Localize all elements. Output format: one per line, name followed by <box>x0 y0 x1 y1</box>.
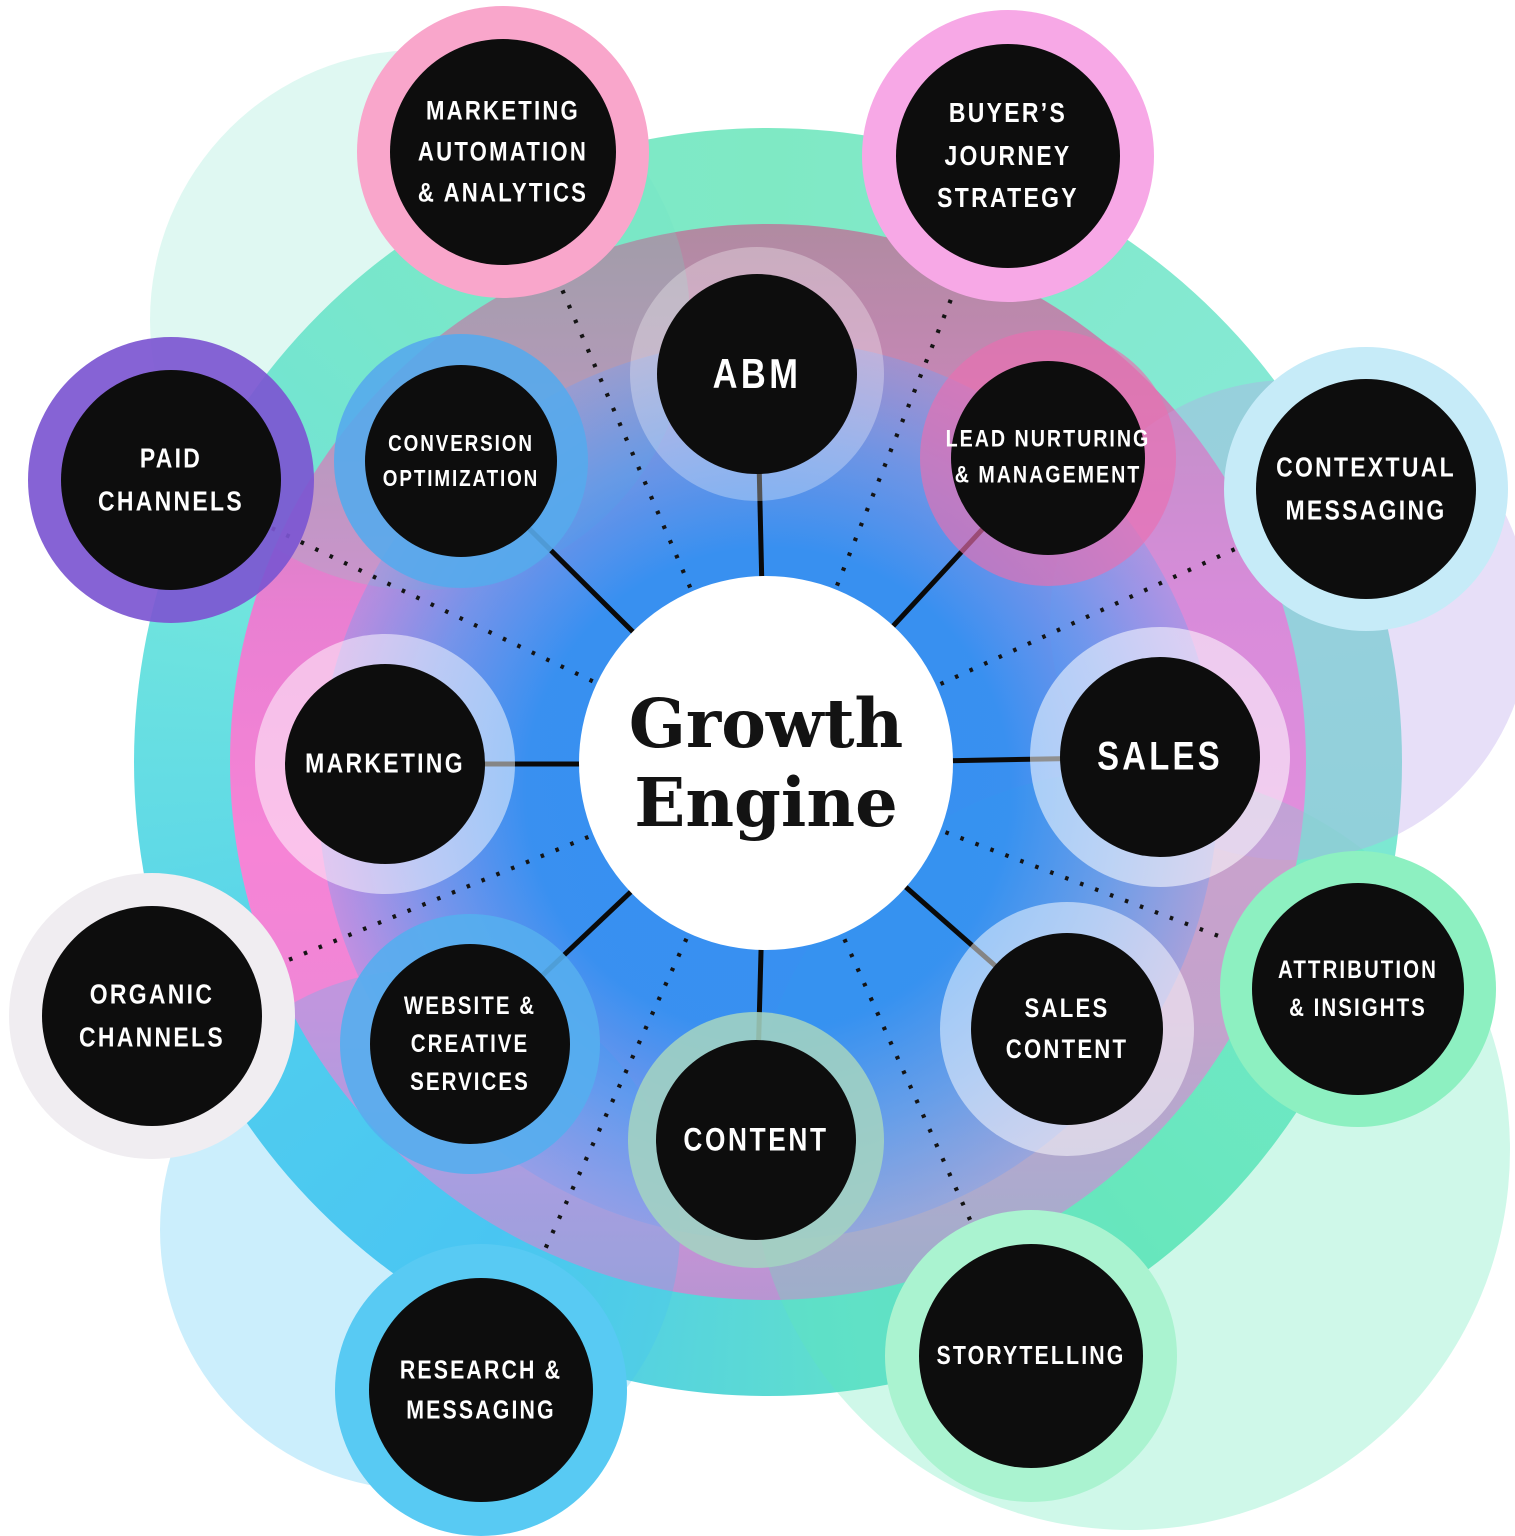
node-circle: SALES <box>1060 657 1260 857</box>
node-label: MARKETING <box>305 747 465 779</box>
node-circle: ABM <box>657 274 857 474</box>
node-circle: WEBSITE & CREATIVE SERVICES <box>370 944 570 1144</box>
node-buyers-journey: BUYER’S JOURNEY STRATEGY <box>862 10 1154 302</box>
node-content: CONTENT <box>628 1012 884 1268</box>
node-label: MARKETING AUTOMATION & ANALYTICS <box>417 95 589 208</box>
node-research-messaging: RESEARCH & MESSAGING <box>335 1244 627 1536</box>
node-circle: STORYTELLING <box>919 1244 1143 1468</box>
node-label: CONTEXTUAL MESSAGING <box>1276 451 1456 525</box>
node-circle: CONTENT <box>656 1040 856 1240</box>
node-label: STORYTELLING <box>936 1340 1126 1371</box>
node-circle: PAID CHANNELS <box>61 370 281 590</box>
node-circle: CONVERSION OPTIMIZATION <box>365 365 557 557</box>
node-label: BUYER’S JOURNEY STRATEGY <box>937 97 1079 214</box>
node-website-creative: WEBSITE & CREATIVE SERVICES <box>340 914 600 1174</box>
node-circle: MARKETING <box>285 664 485 864</box>
node-label: CONVERSION OPTIMIZATION <box>382 430 540 491</box>
node-circle: CONTEXTUAL MESSAGING <box>1256 379 1476 599</box>
node-circle: ORGANIC CHANNELS <box>42 906 262 1126</box>
node-lead-nurturing: LEAD NURTURING & MANAGEMENT <box>920 330 1176 586</box>
node-circle: MARKETING AUTOMATION & ANALYTICS <box>390 39 616 265</box>
node-circle: SALES CONTENT <box>971 933 1163 1125</box>
node-attribution-insights: ATTRIBUTION & INSIGHTS <box>1220 851 1496 1127</box>
hub-circle: Growth Engine <box>579 576 953 950</box>
node-storytelling: STORYTELLING <box>885 1210 1177 1502</box>
node-marketing: MARKETING <box>255 634 515 894</box>
node-organic-channels: ORGANIC CHANNELS <box>9 873 295 1159</box>
node-label: ATTRIBUTION & INSIGHTS <box>1278 956 1438 1022</box>
node-contextual-messaging: CONTEXTUAL MESSAGING <box>1224 347 1508 631</box>
node-label: RESEARCH & MESSAGING <box>399 1354 563 1424</box>
node-sales-content: SALES CONTENT <box>940 902 1194 1156</box>
node-label: ORGANIC CHANNELS <box>79 978 225 1052</box>
node-marketing-automation: MARKETING AUTOMATION & ANALYTICS <box>357 6 649 298</box>
node-abm: ABM <box>630 247 884 501</box>
node-circle: BUYER’S JOURNEY STRATEGY <box>896 44 1120 268</box>
node-conversion-optimization: CONVERSION OPTIMIZATION <box>334 334 588 588</box>
node-circle: RESEARCH & MESSAGING <box>369 1278 593 1502</box>
node-paid-channels: PAID CHANNELS <box>28 337 314 623</box>
node-label: WEBSITE & CREATIVE SERVICES <box>403 992 537 1096</box>
node-circle: ATTRIBUTION & INSIGHTS <box>1252 883 1464 1095</box>
node-label: SALES <box>1097 734 1223 779</box>
node-label: PAID CHANNELS <box>98 442 244 516</box>
node-circle: LEAD NURTURING & MANAGEMENT <box>946 361 1148 555</box>
node-label: SALES CONTENT <box>1005 992 1129 1064</box>
node-label: CONTENT <box>683 1121 829 1158</box>
hub-title: Growth Engine <box>628 683 904 842</box>
node-sales: SALES <box>1030 627 1290 887</box>
node-label: LEAD NURTURING & MANAGEMENT <box>945 425 1151 489</box>
node-label: ABM <box>712 350 802 398</box>
